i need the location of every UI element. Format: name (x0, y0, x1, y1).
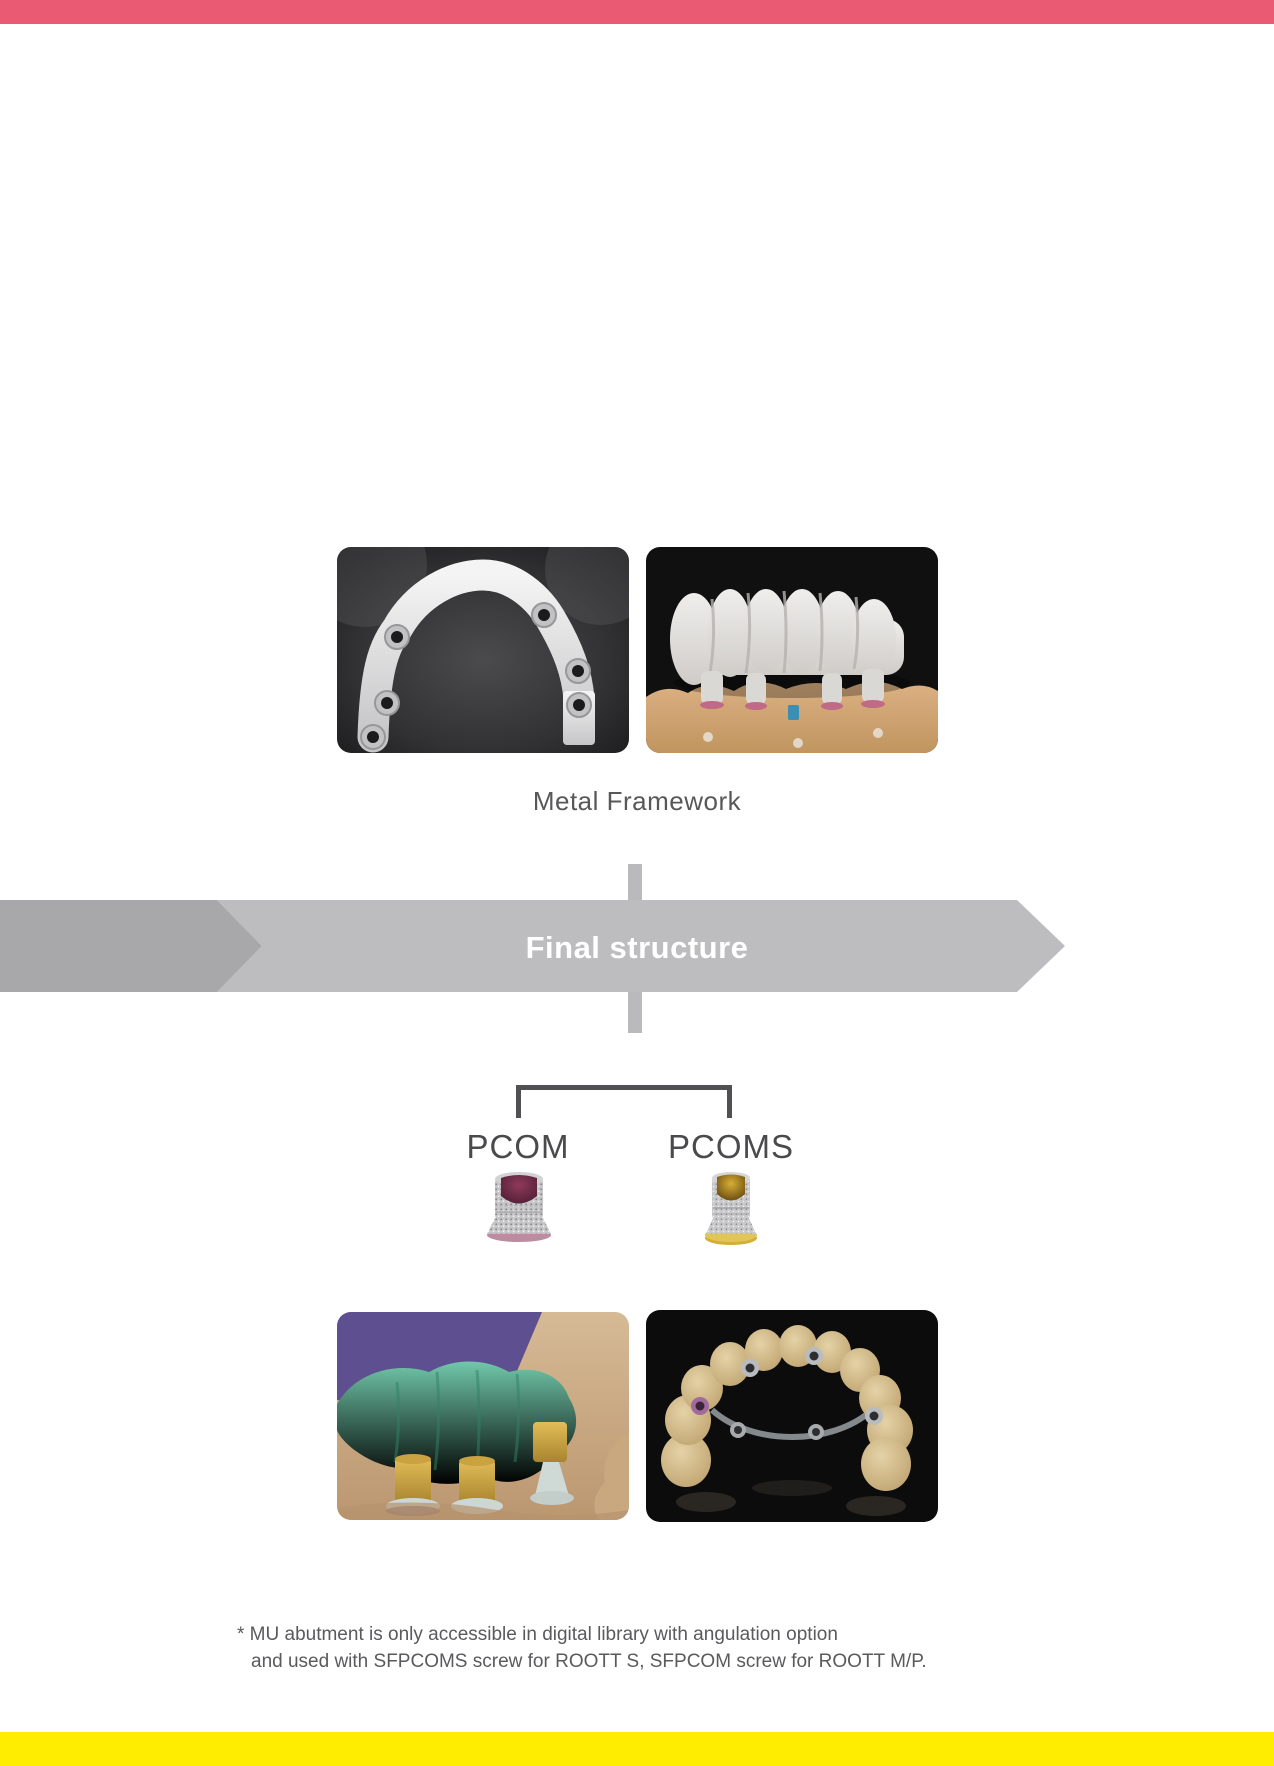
split-bracket-horizontal (516, 1085, 732, 1090)
gold-abutment-3 (530, 1422, 574, 1505)
milled-bridge (670, 589, 904, 710)
top-accent-bar (0, 0, 1274, 24)
pcom-abutment-image (480, 1168, 558, 1246)
digital-design-photo (337, 1312, 629, 1520)
final-prosthesis-photo (646, 1310, 938, 1522)
pcoms-abutment-image (700, 1168, 762, 1248)
split-bracket-left-tick (516, 1085, 521, 1118)
footnote-line-2: and used with SFPCOMS screw for ROOTT S,… (251, 1651, 927, 1672)
final-structure-label: Final structure (525, 930, 749, 965)
screw-holes (360, 602, 592, 750)
flow-connector-top (628, 864, 642, 900)
split-bracket-right-tick (727, 1085, 732, 1118)
metal-framework-caption: Metal Framework (532, 786, 742, 816)
metal-framework-photo-left (337, 547, 629, 753)
pcom-label: PCOM (466, 1128, 570, 1165)
metal-framework-photo-right (646, 547, 938, 753)
bottom-accent-bar (0, 1732, 1274, 1766)
footnote: * MU abutment is only accessible in digi… (237, 1621, 927, 1675)
flow-connector-bottom (628, 992, 642, 1033)
final-structure-banner (0, 900, 1065, 992)
pcoms-label: PCOMS (667, 1128, 794, 1165)
footnote-line-1: * MU abutment is only accessible in digi… (237, 1624, 838, 1645)
screw-access-points (691, 1347, 883, 1440)
